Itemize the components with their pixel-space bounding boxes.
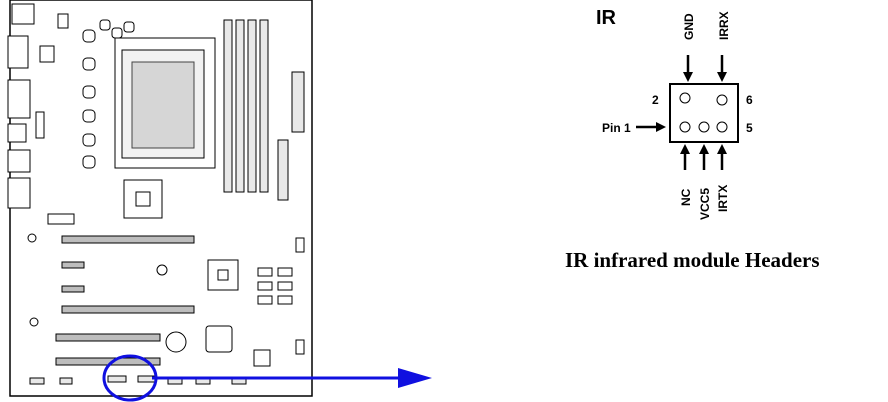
bios-chip [253,349,271,367]
pcie-x16-slot [61,235,195,244]
pointer-arrow-head [398,368,432,388]
atx-power-connector [291,71,305,133]
pin-label-nc: NC [679,188,693,206]
pcie-x1-slot [61,285,85,293]
pin-label-irtx: IRTX [716,185,730,212]
header-pin [698,121,710,133]
small-header [39,45,55,63]
pcie-x16-slot [61,305,195,314]
pin-number-5: 5 [746,121,753,135]
header-pin [716,121,728,133]
io-port [7,123,27,143]
up-arrow [717,144,727,170]
pin-label-vcc5: VCC5 [698,188,712,220]
ir-title: IR [596,7,617,29]
header-pin [679,92,691,104]
ir-header-box [669,83,739,143]
dimm-slots [223,19,269,193]
mounting-hole [27,233,37,243]
io-port [11,3,35,25]
super-io-chip [205,325,233,353]
down-arrow [683,55,693,82]
ide-connector [277,139,289,201]
north-bridge-die [135,191,151,207]
pin-label-gnd: GND [682,13,696,40]
sata-connectors [257,267,293,305]
fan-header [47,213,75,225]
pin-number-6: 6 [746,93,753,107]
south-bridge-die [217,269,229,281]
pcie-x1-slot [61,261,85,269]
io-port [7,35,29,69]
small-header [295,339,305,355]
up-arrow [699,144,709,170]
capacitor-column [82,19,135,169]
cpu-socket [114,37,216,169]
pci-slot [55,333,161,342]
up-arrow [680,144,690,170]
mounting-hole [29,317,39,327]
io-port [7,79,31,119]
down-arrow [717,55,727,82]
pin1-label: Pin 1 [602,121,631,135]
pin-number-2: 2 [652,93,659,107]
header-pin [716,94,728,106]
io-port [7,177,31,209]
cmos-battery [165,331,187,353]
pin-label-irrx: IRRX [717,11,731,40]
header-pin [679,121,691,133]
mounting-hole [156,264,168,276]
diagram-caption: IR infrared module Headers [565,248,820,272]
small-header [35,111,45,139]
right-arrow [636,122,666,132]
small-header [295,237,305,253]
io-port [7,149,31,173]
small-header [57,13,69,29]
